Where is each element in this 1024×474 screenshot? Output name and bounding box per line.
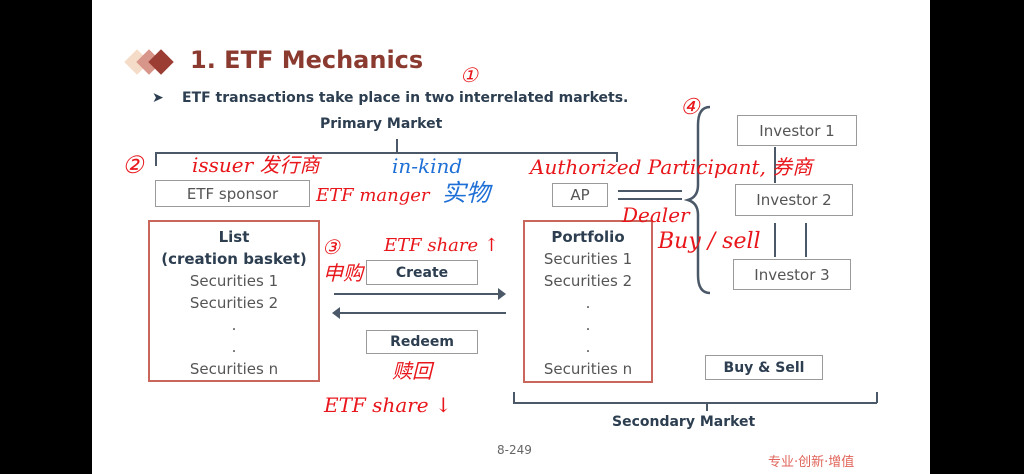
list-subtitle: (creation basket) [161,250,307,268]
slogan: 专业·创新·增值 [768,455,855,470]
redeem-box: Redeem [366,330,478,354]
create-box: Create [366,260,478,285]
create-arrow [334,293,504,295]
list-title: List [218,228,250,246]
annotation-3: ③ [322,235,340,259]
primary-right-end [616,152,618,162]
portfolio-title: Portfolio [551,228,625,246]
list-item: . [231,338,237,356]
slide-title: 1. ETF Mechanics [190,46,424,74]
list-item: Securities 2 [189,294,279,312]
secondary-market-label: Secondary Market [612,414,756,430]
portfolio-item: Securities 2 [543,272,633,290]
arrow-left-icon [332,307,340,319]
portfolio-item: . [585,338,591,356]
arrow-down [774,147,776,183]
primary-market-label: Primary Market [320,116,443,132]
portfolio-item: . [585,294,591,312]
list-item: . [231,316,237,334]
primary-tick [396,139,398,153]
ap-arrow-right [618,190,682,192]
secondary-bracket [513,402,877,404]
secondary-right-end [876,392,878,403]
annotation-etf-share-up: ETF share ↑ [384,235,499,256]
list-creation-basket-box: List (creation basket) Securities 1 Secu… [148,220,320,382]
primary-left-end [155,152,157,166]
annotation-dealer: Dealer [622,203,690,227]
annotation-etf-share-down: ETF share ↓ [324,393,452,417]
investor-1-box: Investor 1 [737,115,857,146]
bullet-arrow-icon: ➤ [152,90,164,106]
redeem-arrow [336,312,506,314]
page-number: 8-249 [497,443,532,457]
arrow-up [805,223,807,257]
secondary-left-end [513,392,515,403]
annotation-issuer: issuer 发行商 [192,153,320,177]
annotation-4: ④ [680,95,700,120]
portfolio-item: . [585,316,591,334]
list-item: Securities 1 [189,272,279,290]
investor-3-box: Investor 3 [733,259,851,290]
annotation-2: ② [122,151,144,179]
brace-icon [684,105,711,295]
annotation-etf-manager: ETF manger [316,185,430,206]
arrow-right-icon [498,288,506,300]
annotation-shu-hui: 赎回 [392,359,432,383]
arrow-down [774,223,776,257]
portfolio-item: Securities n [543,360,633,378]
annotation-authorized-participant: Authorized Participant, 券商 [530,155,813,179]
slide: 1. ETF Mechanics ➤ ETF transactions take… [92,0,930,474]
portfolio-box: Portfolio Securities 1 Securities 2 . . … [523,220,653,383]
ap-arrow-left [618,198,682,200]
primary-bracket [155,152,618,154]
bullet-text: ETF transactions take place in two inter… [182,90,629,106]
buy-sell-box: Buy & Sell [705,355,823,380]
etf-sponsor-box: ETF sponsor [155,180,310,207]
annotation-in-kind: in-kind [392,154,463,178]
annotation-shen-gou: 申购 [323,261,363,285]
annotation-buy-sell: Buy / sell [658,229,761,254]
portfolio-item: Securities 1 [543,250,633,268]
list-item: Securities n [189,360,279,378]
annotation-1: ① [460,63,478,87]
ap-box: AP [552,183,608,207]
investor-2-box: Investor 2 [735,184,853,216]
title-diamonds-icon [122,49,182,76]
annotation-in-kind-cn: 实物 [442,179,490,207]
secondary-tick [706,402,708,411]
